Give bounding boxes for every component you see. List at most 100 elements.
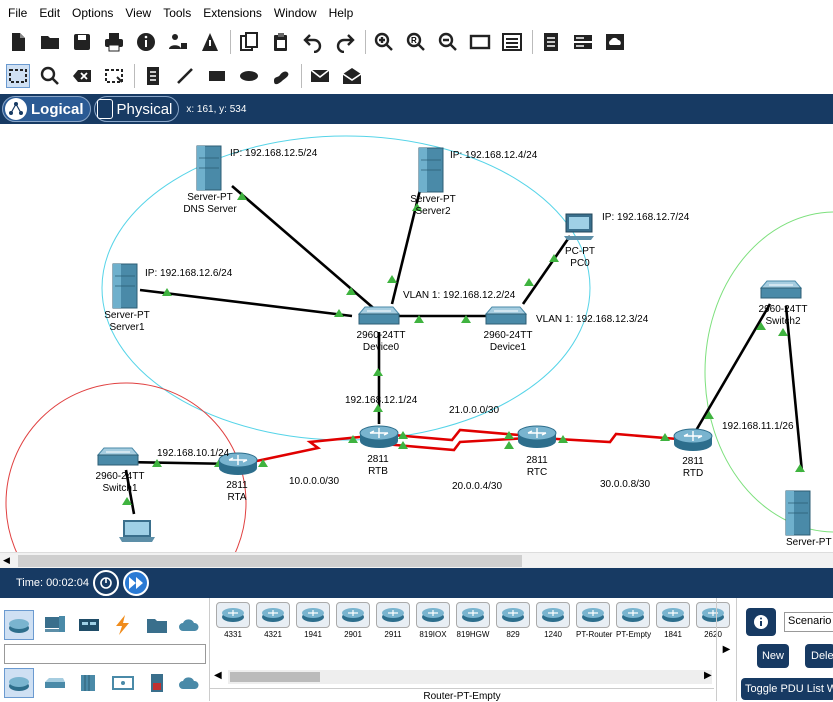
wireless-subcategory-icon[interactable] xyxy=(108,668,138,698)
end-devices-category-icon[interactable] xyxy=(40,610,70,640)
server-bottom-model-label: Server-PT xyxy=(786,537,832,548)
dns-server-device[interactable] xyxy=(196,145,222,191)
menu-extensions[interactable]: Extensions xyxy=(203,6,262,20)
device-model-item[interactable]: 2901 xyxy=(336,602,370,639)
device-list-left-arrow-icon[interactable]: ◀ xyxy=(214,670,222,681)
scenario-select[interactable]: Scenario xyxy=(784,612,833,632)
viewport-icon[interactable] xyxy=(539,30,563,54)
network-wizard-icon[interactable] xyxy=(166,30,190,54)
device-model-item[interactable]: 1941 xyxy=(296,602,330,639)
zoom-reset-icon[interactable]: R xyxy=(404,30,428,54)
device-model-item[interactable]: 4331 xyxy=(216,602,250,639)
redo-icon[interactable] xyxy=(333,30,357,54)
zoom-in-icon[interactable] xyxy=(372,30,396,54)
select-icon[interactable] xyxy=(6,64,30,88)
drawing-palette-icon[interactable] xyxy=(468,30,492,54)
freeform-icon[interactable] xyxy=(269,64,293,88)
inspect-icon[interactable] xyxy=(38,64,62,88)
server-bottom-device[interactable] xyxy=(785,490,811,536)
scroll-left-arrow-icon[interactable]: ◀ xyxy=(3,555,10,565)
device-model-item[interactable]: 1841 xyxy=(656,602,690,639)
activity-wizard-icon[interactable] xyxy=(198,30,222,54)
devices-icon[interactable] xyxy=(571,30,595,54)
note-icon[interactable] xyxy=(141,64,165,88)
workspace-scroll-thumb[interactable] xyxy=(18,555,522,567)
new-file-icon[interactable] xyxy=(6,30,30,54)
pc0-name-label: PC0 xyxy=(570,258,590,269)
device0-switch[interactable] xyxy=(358,306,400,325)
undo-icon[interactable] xyxy=(301,30,325,54)
rtd-name-label: RTD xyxy=(682,468,704,479)
device-model-item[interactable]: 829 xyxy=(496,602,530,639)
server1-device[interactable] xyxy=(112,263,138,309)
multiuser-category-icon[interactable] xyxy=(174,610,204,640)
menu-tools[interactable]: Tools xyxy=(163,6,192,20)
menu-view[interactable]: View xyxy=(125,6,152,20)
menu-window[interactable]: Window xyxy=(273,6,317,20)
components-category-icon[interactable] xyxy=(74,610,104,640)
new-scenario-button[interactable]: New xyxy=(757,644,789,668)
menu-bar: File Edit Options View Tools Extensions … xyxy=(0,0,833,26)
device-model-item[interactable]: 2911 xyxy=(376,602,410,639)
device-model-item[interactable]: PT-Empty xyxy=(616,602,651,639)
physical-mode-button[interactable]: Physical xyxy=(93,96,180,122)
pc0-device[interactable] xyxy=(563,213,595,241)
device1-switch[interactable] xyxy=(485,306,527,325)
device-model-item[interactable]: 819HGW xyxy=(456,602,490,639)
delete-scenario-button[interactable]: Dele xyxy=(805,644,833,668)
save-icon[interactable] xyxy=(70,30,94,54)
workspace-horizontal-scrollbar[interactable]: ◀ xyxy=(0,552,833,568)
device-list-right-arrow-icon[interactable]: ▶ xyxy=(704,670,712,681)
ellipse-icon[interactable] xyxy=(237,64,261,88)
miscellaneous-category-icon[interactable] xyxy=(142,610,172,640)
menu-edit[interactable]: Edit xyxy=(39,6,61,20)
panel-collapse-arrow-icon[interactable]: ▶ xyxy=(716,598,736,701)
copy-icon[interactable] xyxy=(237,30,261,54)
menu-file[interactable]: File xyxy=(8,6,28,20)
server2-device[interactable] xyxy=(418,147,444,193)
open-folder-icon[interactable] xyxy=(38,30,62,54)
simple-pdu-icon[interactable] xyxy=(308,64,332,88)
device-model-item[interactable]: PT-Router xyxy=(576,602,612,639)
cloud-icon[interactable] xyxy=(603,30,627,54)
device-model-item[interactable]: 1240 xyxy=(536,602,570,639)
network-devices-category-icon[interactable] xyxy=(4,610,34,640)
menu-help[interactable]: Help xyxy=(328,6,354,20)
resize-icon[interactable] xyxy=(102,64,126,88)
logical-mode-button[interactable]: Logical xyxy=(2,96,91,122)
link-server1-device0 xyxy=(139,288,353,318)
rectangle-icon[interactable] xyxy=(205,64,229,88)
switches-subcategory-icon[interactable] xyxy=(40,668,70,698)
menu-options[interactable]: Options xyxy=(72,6,114,20)
line-icon[interactable] xyxy=(173,64,197,88)
device-list-scrollbar[interactable] xyxy=(228,670,712,684)
security-subcategory-icon[interactable] xyxy=(142,668,172,698)
device-search-field[interactable] xyxy=(4,644,206,664)
power-cycle-button[interactable] xyxy=(92,570,119,596)
complex-pdu-icon[interactable] xyxy=(340,64,364,88)
scenario-info-button[interactable] xyxy=(746,608,776,636)
switch2-device[interactable] xyxy=(760,280,802,299)
fast-forward-button[interactable] xyxy=(122,570,149,596)
device-model-item[interactable]: 819IOX xyxy=(416,602,450,639)
custom-device-dialog-icon[interactable] xyxy=(500,30,524,54)
hubs-subcategory-icon[interactable] xyxy=(74,668,104,698)
delete-icon[interactable] xyxy=(70,64,94,88)
wan-emulation-subcategory-icon[interactable] xyxy=(174,668,204,698)
paste-icon[interactable] xyxy=(269,30,293,54)
switch1-device[interactable] xyxy=(97,447,139,466)
logical-workspace[interactable]: IP: 192.168.12.5/24 IP: 192.168.12.4/24 … xyxy=(0,124,833,552)
device-model-item[interactable]: 4321 xyxy=(256,602,290,639)
zoom-out-icon[interactable] xyxy=(436,30,460,54)
routers-subcategory-icon[interactable] xyxy=(4,668,34,698)
laptop-device[interactable] xyxy=(119,520,155,542)
print-icon[interactable] xyxy=(102,30,126,54)
device-list-scroll-thumb[interactable] xyxy=(230,672,320,682)
rtb-router[interactable] xyxy=(359,425,399,449)
toggle-pdu-list-button[interactable]: Toggle PDU List Wi xyxy=(741,678,833,700)
rtc-router[interactable] xyxy=(517,425,557,449)
connections-category-icon[interactable] xyxy=(108,610,138,640)
info-icon[interactable] xyxy=(134,30,158,54)
device-model-item[interactable]: 2620 xyxy=(696,602,730,639)
rtd-router[interactable] xyxy=(673,428,713,452)
